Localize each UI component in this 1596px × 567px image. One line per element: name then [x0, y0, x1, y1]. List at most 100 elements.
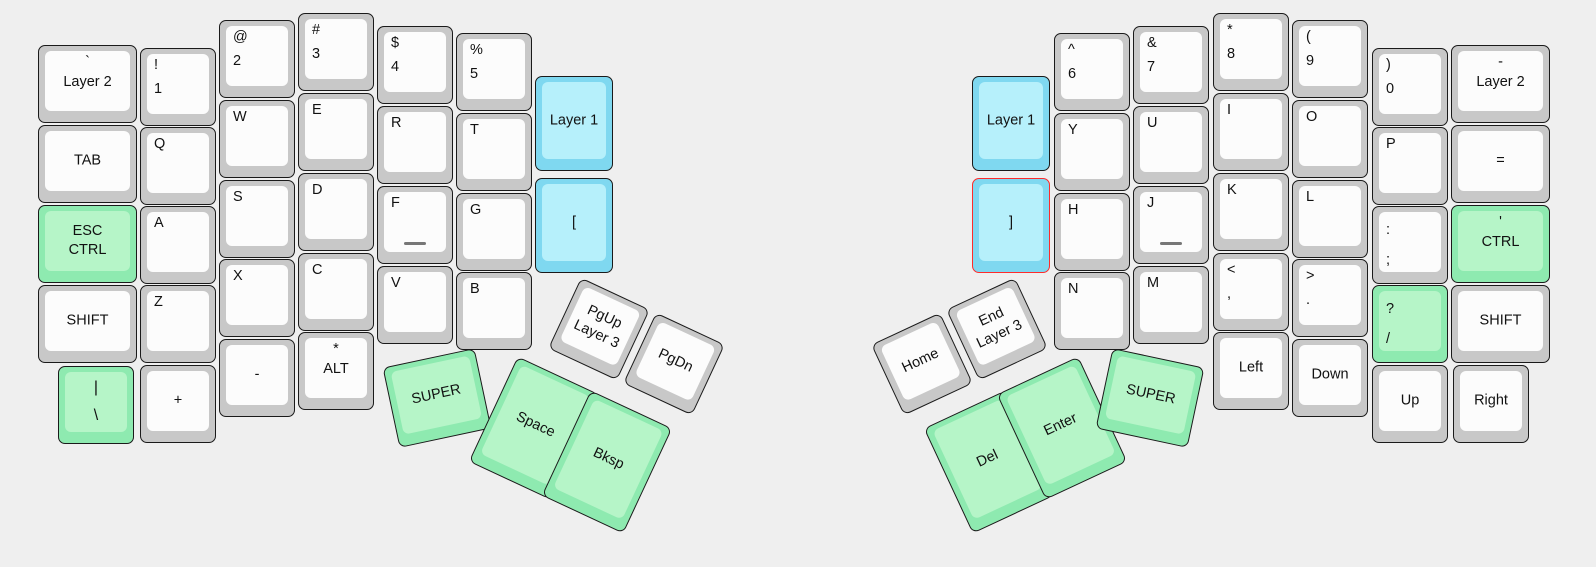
key-r-layer2[interactable]: -Layer 2: [1451, 45, 1550, 123]
key-l-5[interactable]: %5: [456, 33, 532, 111]
legend-base: C: [312, 262, 323, 278]
legend-base: Layer 1: [986, 111, 1036, 128]
key-r-9[interactable]: (9: [1292, 20, 1368, 98]
legend-base: Right: [1474, 392, 1508, 409]
legend-shifted: ': [1499, 214, 1502, 230]
key-l-3[interactable]: #3: [298, 13, 374, 91]
key-l-r[interactable]: R: [377, 106, 453, 184]
legend-base: F: [391, 195, 400, 211]
key-l-a[interactable]: A: [140, 206, 216, 284]
legend-base: Layer 1: [549, 111, 599, 128]
keycap-surface: ]: [979, 184, 1043, 261]
key-l-alt[interactable]: *ALT: [298, 332, 374, 410]
keycap-surface: *8: [1220, 19, 1282, 79]
legend-base: D: [312, 182, 323, 198]
keycap-surface: SUPER: [1104, 355, 1197, 435]
legend-base: Z: [154, 294, 163, 310]
keycap-surface: J: [1140, 192, 1202, 252]
keycap-surface: K: [1220, 179, 1282, 239]
key-l-v[interactable]: V: [377, 266, 453, 344]
key-l-esc[interactable]: ESC CTRL: [38, 205, 137, 283]
keycap-surface: A: [147, 212, 209, 272]
key-l-tab[interactable]: TAB: [38, 125, 137, 203]
key-l-q[interactable]: Q: [140, 127, 216, 205]
legend-base: 8: [1227, 46, 1236, 62]
key-r-h[interactable]: H: [1054, 193, 1130, 271]
key-l-e[interactable]: E: [298, 93, 374, 171]
legend-base: 2: [233, 53, 242, 69]
key-l-g[interactable]: G: [456, 193, 532, 271]
keycap-surface: (9: [1299, 26, 1361, 86]
key-r-dot[interactable]: >.: [1292, 259, 1368, 337]
keycap-surface: Right: [1460, 371, 1522, 431]
legend-base: Q: [154, 136, 166, 152]
key-l-layer1[interactable]: Layer 1: [535, 76, 613, 171]
key-l-lbracket[interactable]: [: [535, 178, 613, 273]
legend-base: L: [1306, 189, 1315, 205]
key-r-p[interactable]: P: [1372, 127, 1448, 205]
key-l-layer2[interactable]: `Layer 2: [38, 45, 137, 123]
key-r-slash[interactable]: ? /: [1372, 285, 1448, 363]
keycap-surface: +: [147, 371, 209, 431]
key-r-m[interactable]: M: [1133, 266, 1209, 344]
legend-base: ]: [1008, 213, 1014, 230]
keycap-surface: ^6: [1061, 39, 1123, 99]
key-r-ctrl[interactable]: 'CTRL: [1451, 205, 1550, 283]
keycap-surface: SHIFT: [1458, 291, 1543, 351]
key-r-layer1[interactable]: Layer 1: [972, 76, 1050, 171]
key-r-8[interactable]: *8: [1213, 13, 1289, 91]
key-l-c[interactable]: C: [298, 253, 374, 331]
key-l-z[interactable]: Z: [140, 285, 216, 363]
key-r-6[interactable]: ^6: [1054, 33, 1130, 111]
legend-base: 3: [312, 46, 321, 62]
key-r-rbracket[interactable]: ]: [972, 178, 1050, 273]
key-l-super[interactable]: SUPER: [382, 348, 492, 448]
key-l-t[interactable]: T: [456, 113, 532, 191]
key-r-left[interactable]: Left: [1213, 332, 1289, 410]
key-r-l[interactable]: L: [1292, 180, 1368, 258]
key-l-b[interactable]: B: [456, 272, 532, 350]
key-l-x[interactable]: X: [219, 259, 295, 337]
key-r-down[interactable]: Down: [1292, 339, 1368, 417]
key-r-u[interactable]: U: [1133, 106, 1209, 184]
legend-base: U: [1147, 115, 1158, 131]
key-l-s[interactable]: S: [219, 180, 295, 258]
legend-base: ? /: [1386, 301, 1395, 347]
key-r-comma[interactable]: <,: [1213, 253, 1289, 331]
legend-base: Enter: [1041, 410, 1080, 440]
key-l-plus[interactable]: +: [140, 365, 216, 443]
key-l-d[interactable]: D: [298, 173, 374, 251]
key-l-w[interactable]: W: [219, 100, 295, 178]
key-r-0[interactable]: )0: [1372, 48, 1448, 126]
key-r-k[interactable]: K: [1213, 173, 1289, 251]
key-l-f[interactable]: F: [377, 186, 453, 264]
key-r-shift[interactable]: SHIFT: [1451, 285, 1550, 363]
key-r-equal[interactable]: =: [1451, 125, 1550, 203]
key-r-7[interactable]: &7: [1133, 26, 1209, 104]
key-l-shift[interactable]: SHIFT: [38, 285, 137, 363]
key-r-y[interactable]: Y: [1054, 113, 1130, 191]
key-l-1[interactable]: !1: [140, 48, 216, 126]
key-r-up[interactable]: Up: [1372, 365, 1448, 443]
legend-base: SHIFT: [1479, 312, 1522, 329]
key-l-minus[interactable]: -: [219, 339, 295, 417]
key-r-i[interactable]: I: [1213, 93, 1289, 171]
keycap-surface: 'CTRL: [1458, 211, 1543, 271]
key-r-n[interactable]: N: [1054, 272, 1130, 350]
keycap-surface: TAB: [45, 131, 130, 191]
legend-base: End Layer 3: [974, 304, 1025, 352]
legend-base: B: [470, 281, 480, 297]
keycap-surface: Down: [1299, 345, 1361, 405]
legend-base: N: [1068, 281, 1079, 297]
key-l-2[interactable]: @2: [219, 20, 295, 98]
key-l-4[interactable]: $4: [377, 26, 453, 104]
legend-base: H: [1068, 202, 1079, 218]
key-l-pipe[interactable]: | \: [58, 366, 134, 444]
key-r-j[interactable]: J: [1133, 186, 1209, 264]
legend-base: I: [1227, 102, 1232, 118]
key-r-o[interactable]: O: [1292, 100, 1368, 178]
key-r-right[interactable]: Right: [1453, 365, 1529, 443]
key-r-semi[interactable]: : ;: [1372, 206, 1448, 284]
keycap-surface: #3: [305, 19, 367, 79]
